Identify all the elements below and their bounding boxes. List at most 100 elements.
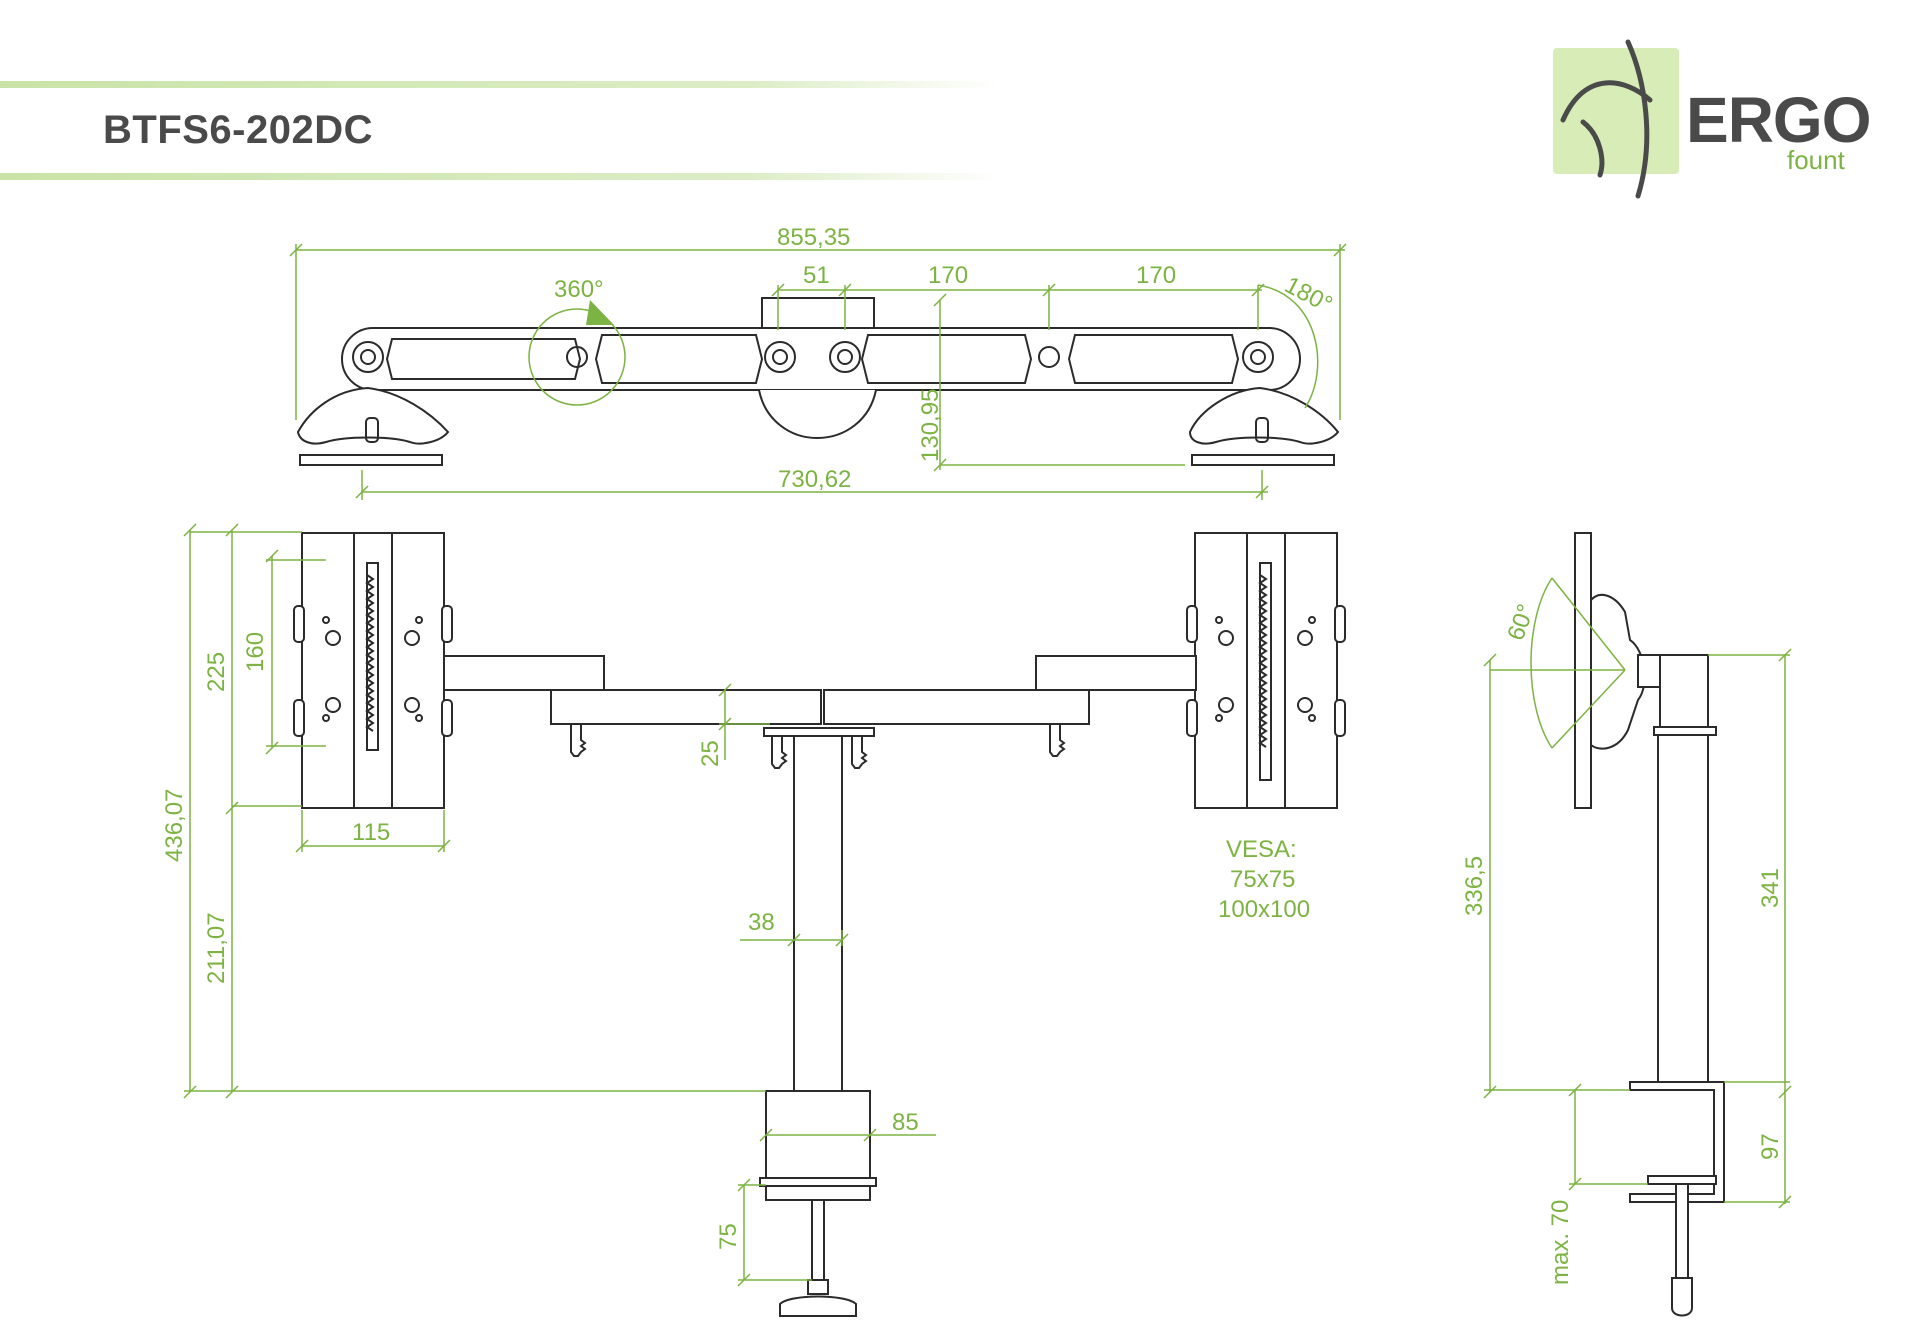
joint [1242,341,1274,373]
joint [566,346,588,368]
ergo-logo: ERGO fount [1553,39,1871,199]
arm-slot [860,334,1033,384]
tilt-arc [1257,284,1319,409]
dim-75: 75 [715,1223,742,1250]
vesa-hole [415,714,423,722]
tilt-head-left [296,386,450,445]
clamp-knob [779,1295,857,1317]
top-view [296,297,1340,466]
ratchet-teeth [365,574,375,732]
dim-overall-width: 855,35 [777,224,850,251]
plate-tab [1334,699,1346,737]
side-clamp-plate [1647,1175,1717,1185]
logo-background [1553,48,1679,174]
tilt-knob [1255,417,1269,443]
upper-arm-right [1035,655,1197,691]
arm-slot [1067,334,1240,384]
lower-arm-right [823,689,1090,725]
vesa-hole [1297,697,1313,713]
clamp-screw [811,1199,825,1281]
joint [352,341,384,373]
dim-total-height: 436,07 [161,789,188,862]
tilt-head-side [1590,593,1646,750]
plate-tab [1186,605,1198,643]
clamp-knob-neck [807,1279,829,1295]
vesa-hole [1308,616,1316,624]
dim-211: 211,07 [203,912,230,984]
clamp-body [765,1090,871,1182]
pole-collar [763,727,875,737]
plate-tab [293,699,305,737]
vesa-hole [1218,697,1234,713]
arm-slot [594,334,764,384]
vesa-label: VESA: [1226,836,1297,863]
dim-97: 97 [1757,1133,1784,1160]
tilt-head-right [1188,386,1340,445]
logo-sub: fount [1787,145,1846,175]
joint [772,349,788,365]
vesa-hole [415,616,423,624]
lower-arm-left [550,689,822,725]
joint [1038,346,1060,368]
vesa-hole [325,697,341,713]
side-collar [1653,726,1717,736]
vesa-hole [1215,616,1223,624]
header-band-bottom [0,173,1000,180]
side-head-block [1659,654,1709,728]
dim-85: 85 [892,1109,919,1136]
plate-tab [441,699,453,737]
vesa-hole [404,630,420,646]
plate-tab [441,605,453,643]
plate-tab [1334,605,1346,643]
dim-51: 51 [803,262,830,289]
dim-341: 341 [1757,868,1784,908]
dim-tilt-60: 60° [1502,601,1540,644]
logo-leaf-icon [1560,39,1653,199]
vesa-hole [1215,714,1223,722]
tilt-arc-side [1530,577,1553,749]
arm-bar [341,327,1301,391]
vesa-hole [1308,714,1316,722]
hinge-stud [851,735,868,769]
dim-170-b: 170 [1136,262,1176,289]
plate-tab [1186,699,1198,737]
vesa-hole [404,697,420,713]
upper-arm-left [443,655,605,691]
side-view-dimensions [1483,577,1792,1209]
vesa-plate-left [299,454,443,466]
side-view [1574,532,1725,1317]
side-connector [1637,654,1661,688]
vesa-hole [1297,630,1313,646]
side-view-labels: 60° 336,5 341 97 max. 70 [1461,601,1784,1285]
side-clamp [1629,1081,1725,1203]
rotation-circle [528,308,626,406]
dim-38: 38 [748,909,775,936]
vesa-hole [325,630,341,646]
center-post-top [761,297,875,329]
vesa-hole [322,616,330,624]
logo-brand: ERGO [1686,84,1870,156]
dim-height-130: 130,95 [917,389,944,462]
plate-tab [293,605,305,643]
vesa-plate-right [1191,454,1335,466]
clamp-lower [765,1185,871,1201]
dim-225: 225 [203,652,230,692]
top-view-dimensions [289,243,1347,500]
hinge-stud [771,735,788,769]
joint [837,349,853,365]
side-screw [1675,1183,1689,1280]
dim-160: 160 [242,632,269,672]
ratchet-teeth [1258,574,1268,748]
dim-max-70: max. 70 [1547,1200,1574,1285]
dim-rotation: 360° [554,276,604,303]
joint [360,349,376,365]
dim-clamp-span: 730,62 [778,466,851,493]
joint [764,341,796,373]
dim-170-a: 170 [928,262,968,289]
side-pole [1657,734,1709,1091]
vesa-hole [1218,630,1234,646]
front-view [293,532,1346,1317]
center-hub [758,389,877,440]
arm-slot [385,338,582,380]
